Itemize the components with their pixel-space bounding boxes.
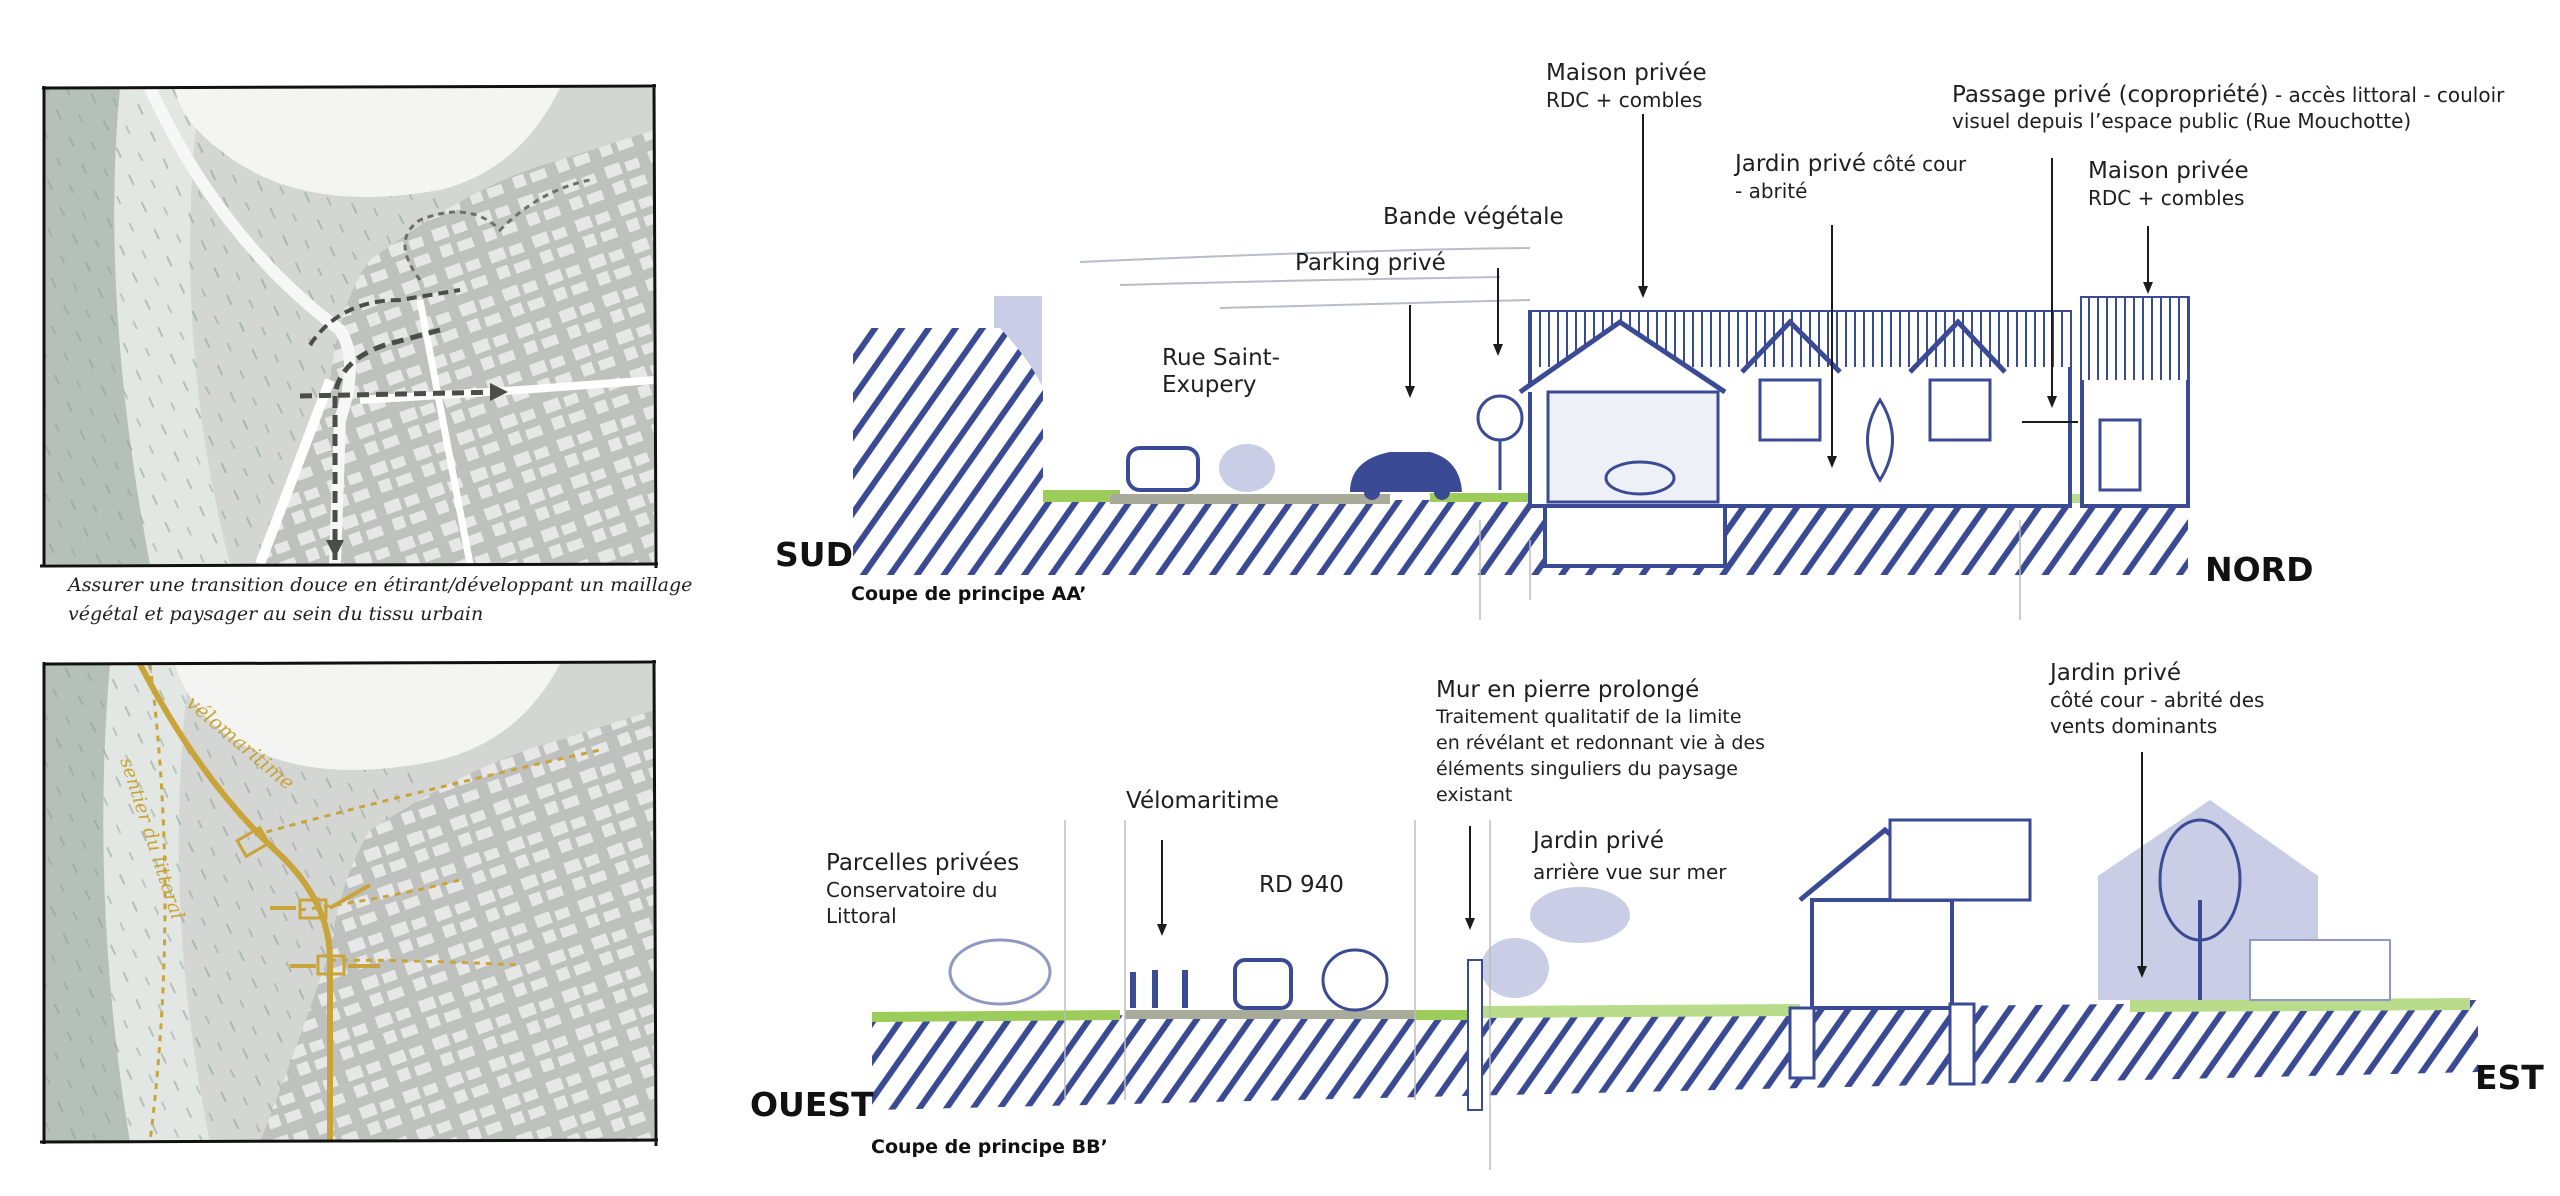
aa-label-passage-sub2: visuel depuis l’espace public (Rue Mouch…	[1952, 109, 2412, 133]
aa-label-parking: Parking privé	[1295, 250, 1446, 276]
aa-label-bande: Bande végétale	[1383, 204, 1564, 230]
bb-label-mur-sub1: Traitement qualitatif de la limite	[1436, 706, 1742, 728]
bb-house-back	[2098, 800, 2391, 1001]
bb-car	[1233, 958, 1293, 1010]
bb-label-parcelles-sub2: Littoral	[826, 904, 897, 928]
aa-ground-hatch	[853, 500, 2188, 575]
aa-north-label: NORD	[2205, 550, 2314, 589]
aa-label-jardin-title: Jardin privé	[1735, 151, 1867, 177]
aa-label-rue: Rue Saint- Exupery	[1162, 345, 1280, 399]
aa-cars	[1126, 444, 1462, 500]
aa-label-maison1-title: Maison privée	[1546, 60, 1707, 86]
bb-label-velo: Vélomaritime	[1126, 788, 1279, 814]
aa-label-maison2-sub: RDC + combles	[2088, 186, 2245, 210]
bb-label-jardin-est-sub1: côté cour - abrité des	[2050, 688, 2265, 712]
bb-label-jardin-arriere: Jardin privé arrière vue sur mer	[1533, 828, 1727, 885]
aa-south-label: SUD	[775, 535, 853, 574]
aa-label-maison1: Maison privée RDC + combles	[1546, 60, 1707, 113]
aa-label-passage-sub1: - accès littoral - couloir	[2268, 83, 2505, 107]
bb-label-jardin-arriere-title: Jardin privé	[1533, 828, 1665, 854]
aa-label-jardin-sub2: - abrité	[1735, 179, 1808, 203]
bb-label-parcelles: Parcelles privées Conservatoire du Litto…	[826, 850, 1019, 929]
aa-label-maison2-title: Maison privée	[2088, 158, 2249, 184]
bb-ground-hatch	[872, 1000, 2478, 1110]
aa-label-passage: Passage privé (copropriété) - accès litt…	[1952, 82, 2504, 134]
aa-label-jardin: Jardin privé côté cour - abrité	[1735, 151, 1966, 204]
bb-house-section	[1788, 818, 2032, 1086]
aa-right-house	[2080, 296, 2190, 508]
bottom-map: sentier du littoral vélomaritime	[39, 659, 659, 1147]
bb-section-title: Coupe de principe BB’	[871, 1136, 1108, 1158]
bb-label-rd: RD 940	[1259, 872, 1344, 898]
aa-label-passage-title: Passage privé (copropriété)	[1952, 82, 2269, 108]
aa-label-jardin-sub1: côté cour	[1866, 152, 1967, 176]
bb-label-mur-sub2: en révélant et redonnant vie à des	[1436, 732, 1766, 754]
bb-label-jardin-est-sub2: vents dominants	[2050, 714, 2218, 738]
bb-label-parcelles-title: Parcelles privées	[826, 850, 1020, 876]
aa-label-rue-line2: Exupery	[1162, 372, 1257, 398]
bb-label-mur: Mur en pierre prolongé Traitement qualit…	[1436, 677, 1765, 808]
top-map-caption-line1: Assurer une transition douce en étirant/…	[66, 574, 692, 596]
aa-section-title: Coupe de principe AA’	[851, 583, 1087, 605]
bb-label-jardin-est-title: Jardin privé	[2050, 660, 2182, 686]
bb-west-label: OUEST	[750, 1085, 874, 1124]
aa-label-maison2: Maison privée RDC + combles	[2088, 158, 2249, 211]
aa-label-rue-line1: Rue Saint-	[1162, 345, 1280, 371]
bb-label-jardin-est: Jardin privé côté cour - abrité des vent…	[2050, 660, 2264, 739]
section-bb	[872, 752, 2478, 1170]
bb-label-mur-sub4: existant	[1436, 784, 1513, 806]
bb-label-parcelles-sub1: Conservatoire du	[826, 878, 998, 902]
top-map-caption-line2: végétal et paysager au sein du tissu urb…	[68, 603, 483, 625]
aa-main-house	[1518, 310, 2072, 568]
bb-label-jardin-arriere-sub: arrière vue sur mer	[1533, 860, 1727, 884]
aa-label-maison1-sub: RDC + combles	[1546, 88, 1703, 112]
bb-east-label: EST	[2475, 1058, 2544, 1097]
bb-label-mur-sub3: éléments singuliers du paysage	[1436, 758, 1738, 780]
aa-building-left	[853, 328, 1043, 500]
bb-label-mur-title: Mur en pierre prolongé	[1436, 677, 1700, 703]
section-aa	[853, 114, 2190, 620]
top-map	[39, 83, 659, 569]
